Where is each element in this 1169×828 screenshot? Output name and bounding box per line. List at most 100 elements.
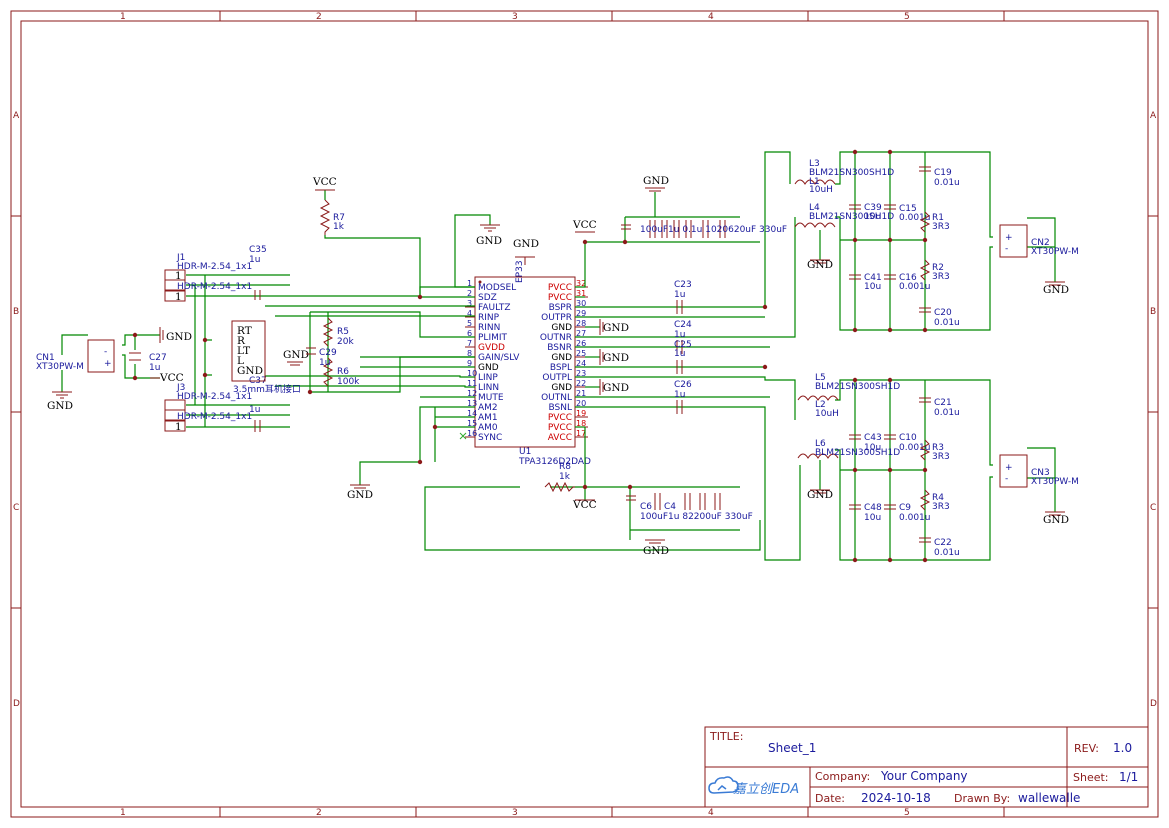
r2-ref: R2 [932,263,944,273]
u1-pin-number: 6 [467,329,472,338]
u1-pin-name: OUTPR [541,313,572,323]
eda-logo-text: 嘉立创EDA [733,782,799,797]
u1-pin-number: 22 [576,379,586,388]
c41-value: 10u [864,282,881,292]
j1-pin: 1 [175,270,182,282]
gnd-symbol: GND [807,489,833,501]
cn3-minus: - [1005,474,1008,484]
header-j2: HDR-M-2.54_1x1 [164,279,252,292]
svg-text:GND: GND [166,331,192,343]
gnd-symbol: GND [807,259,833,271]
l6-value: BLM21SN300SH1D [815,448,900,458]
u1-pin-number: 11 [467,379,477,388]
u1-pin-name: AM2 [478,403,498,413]
u1-pin-number: 10 [467,369,477,378]
header-j1: 1 J1 HDR-M-2.54_1x1 [164,253,252,282]
j1-ref: J1 [176,253,185,263]
col-label-4: 4 [708,12,714,22]
u1-pin-number: 23 [576,369,586,378]
sheet-label: Sheet: [1073,771,1109,784]
company-label: Company: [815,770,870,783]
sheet-value: 1/1 [1119,770,1138,784]
no-connect-marker-icon [459,432,467,440]
r6-ref: R6 [337,367,349,377]
jack-pin-gnd: GND [237,365,263,377]
u1-pin-name: BSPR [549,303,572,313]
u1-value: TPA3126D2DAD [518,457,591,467]
c39-ref: C39 [864,203,882,213]
col-label-2: 2 [316,12,322,22]
cn1-minus: - [104,347,107,357]
u1-pin-number: 7 [467,339,472,348]
u1-pin-name: RINN [478,323,500,333]
svg-text:GND: GND [603,322,629,334]
u1-pin-name: LINN [478,383,499,393]
c24-ref: C24 [674,320,692,330]
c16-ref: C16 [899,273,917,283]
sheet-title: Sheet_1 [768,741,816,755]
u1-pin-name: PVCC [548,293,572,303]
row-label-c-right: C [1150,503,1156,513]
j4-value: HDR-M-2.54_1x1 [177,412,252,422]
col-label-3-bottom: 3 [512,808,518,818]
u1-pin-number: 26 [576,339,586,348]
c27-capacitor: C27 1u [129,352,167,373]
svg-text:GND: GND [476,235,502,247]
col-label-5: 5 [904,12,910,22]
u1-pin-number: 30 [576,299,586,308]
r8-value: 1k [559,472,571,482]
c27-value: 1u [149,363,160,373]
col-label-3: 3 [512,12,518,22]
bottom-caps-text: 100uF1u 82200uF 330uF [640,512,753,522]
j1-value: HDR-M-2.54_1x1 [177,262,252,272]
l4-value: BLM21SN300SH1D [809,212,894,222]
j3-ref: J3 [176,383,185,393]
gnd-symbol: GND [599,319,629,335]
vcc-symbol: VCC [572,499,597,511]
cn3-connector: CN3 XT30PW-M + - [999,454,1079,488]
r5-resistor: R5 20k [322,317,354,347]
r8-ref: R8 [559,462,571,472]
company-value: Your Company [880,769,968,783]
u1-pin-number: 32 [576,279,586,288]
r6-value: 100k [337,377,360,387]
svg-text:VCC: VCC [159,372,184,384]
u1-pin-name: SDZ [478,293,497,303]
sheet-frame: 1 2 3 4 5 1 2 3 4 5 A B C D A B C D [10,10,1159,818]
svg-text:GND: GND [283,349,309,361]
cn3-value: XT30PW-M [1031,477,1079,487]
drawn-by-label: Drawn By: [954,792,1010,805]
u1-pin-name: RINP [478,313,500,323]
bottom-filter-parts: C21 0.01u C10 0.001u R3 3R3 R4 3R3 C9 0.… [849,397,960,558]
gnd-symbol: GND [283,349,309,366]
u1-ep: EP33 [515,260,525,283]
col-label-1-bottom: 1 [120,808,126,818]
row-label-d-right: D [1150,699,1157,709]
r4-ref: R4 [932,493,944,503]
u1-pin-name: MODSEL [478,283,516,293]
l1-ref: L1 [809,177,820,187]
row-label-a-right: A [1150,111,1157,121]
u1-right-pin-group: 32PVCC31PVCC30BSPR29OUTPR28GND27OUTNR26B… [540,279,588,443]
row-label-a: A [13,111,20,121]
c43-value: 10u [864,443,881,453]
row-label-b-right: B [1150,307,1156,317]
u1-ref: U1 [519,447,531,457]
c10-value: 0.001u [899,443,930,453]
cn2-plus: + [1005,233,1013,243]
u1-pin-number: 9 [467,359,472,368]
u1-pin-number: 16 [467,429,477,438]
svg-text:GND: GND [643,175,669,187]
u1-pin-number: 25 [576,349,586,358]
row-label-d: D [13,699,20,709]
top-caps-text: 100uF1u 0.1u 1020620uF 330uF [640,225,787,235]
r5-value: 20k [337,337,354,347]
u1-pin-number: 8 [467,349,472,358]
wire-network [61,151,1056,561]
l4-inductor: L4 BLM21SN300SH1D [794,203,894,228]
r6-resistor: R6 100k [322,357,360,387]
svg-text:GND: GND [807,259,833,271]
l3-inductor: L3 BLM21SN300SH1D L1 10uH [794,159,894,195]
u1-pin-name: BSPL [550,363,572,373]
c29-capacitor: C29 1u [306,347,337,368]
